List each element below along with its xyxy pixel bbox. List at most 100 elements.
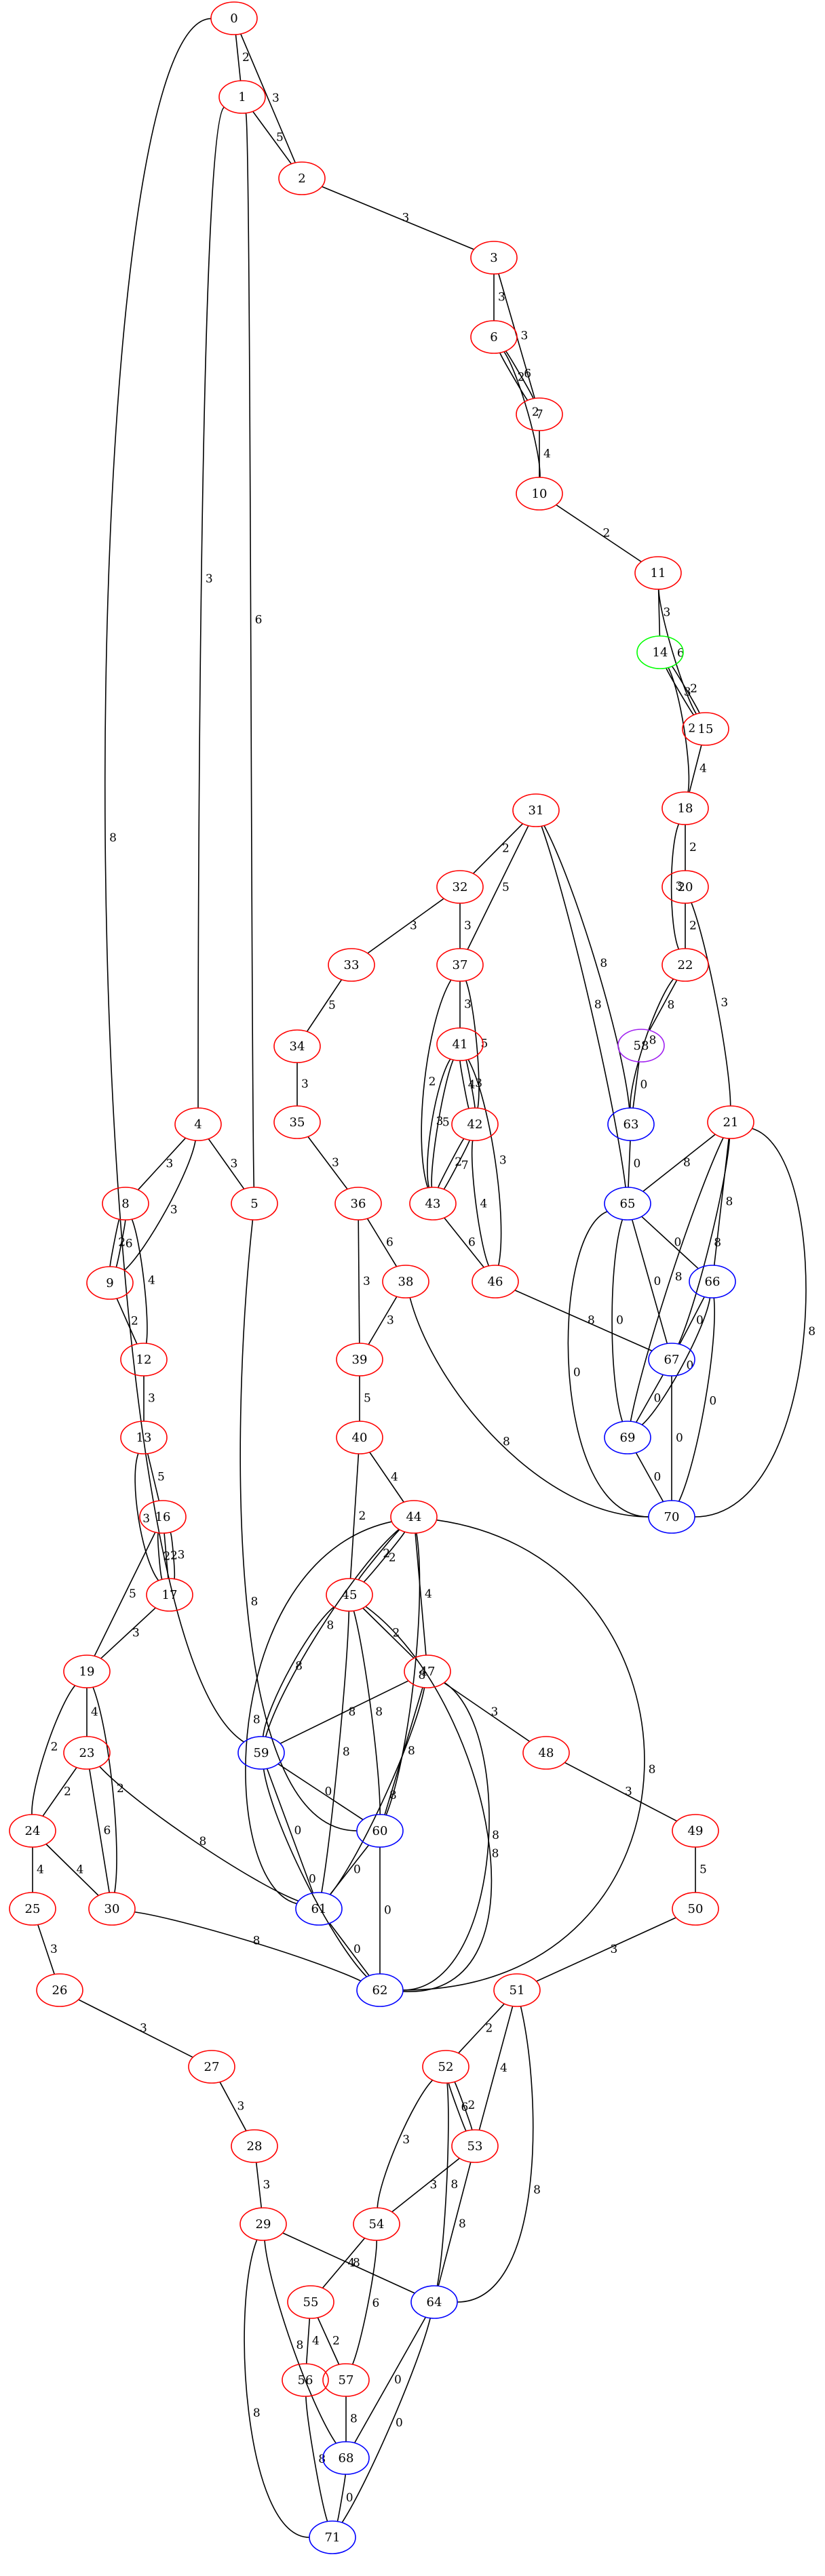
edge-label-66-70: 0	[709, 1395, 716, 1408]
node-label-47: 47	[420, 1665, 436, 1679]
edge-16-17-2	[164, 1532, 169, 1579]
node-label-34: 34	[290, 1039, 305, 1054]
edge-42-43-2	[437, 1138, 465, 1188]
edge-label-40-45: 2	[359, 1509, 366, 1523]
edge-47-59	[280, 1680, 409, 1745]
node-label-68: 68	[339, 2451, 354, 2465]
node-ellipse-1	[218, 80, 266, 114]
edge-label-41-42-2: 4	[468, 1078, 476, 1092]
node-47: 47	[404, 1654, 451, 1688]
edge-37-43	[421, 979, 452, 1188]
edge-52-64	[436, 2082, 449, 2286]
edge-label-59-62: 0	[309, 1872, 316, 1886]
edge-label-59-61: 0	[294, 1824, 302, 1838]
node-label-56: 56	[298, 2373, 313, 2387]
edge-label-67-69: 0	[654, 1392, 661, 1406]
edge-label-14-18: 2	[688, 721, 695, 735]
edge-label-44-60: 8	[418, 1669, 425, 1682]
edge-label-46-67: 8	[588, 1314, 595, 1328]
edge-label-36-39: 3	[363, 1275, 370, 1288]
edge-47-62	[402, 1682, 490, 1991]
node-20: 20	[661, 870, 709, 904]
edge-label-37-43: 2	[429, 1075, 436, 1088]
node-16: 16	[139, 1500, 187, 1534]
node-ellipse-8	[102, 1187, 149, 1221]
node-label-42: 42	[467, 1117, 483, 1132]
edge-label-52-54: 3	[402, 2133, 410, 2147]
edge-label-52-53-2: 6	[461, 2101, 468, 2114]
edge-36-39	[358, 1219, 360, 1344]
edge-label-31-63: 8	[600, 957, 607, 970]
edge-label-60-62: 0	[384, 1904, 391, 1918]
edge-55-57	[317, 2317, 340, 2365]
edge-label-44-59: 8	[326, 1619, 334, 1632]
node-33: 33	[328, 948, 375, 982]
edge-label-1-5: 6	[255, 614, 263, 627]
node-label-37: 37	[453, 958, 468, 972]
node-ellipse-3	[470, 241, 518, 275]
edge-label-67-70: 0	[676, 1431, 683, 1445]
node-ellipse-37	[436, 948, 484, 982]
edge-55-56	[305, 2318, 311, 2364]
edge-label-32-33: 3	[410, 919, 417, 933]
node-34: 34	[273, 1029, 321, 1063]
edge-label-15-18: 4	[699, 762, 707, 776]
edge-label-45-60: 8	[375, 1705, 383, 1719]
node-45: 45	[326, 1578, 373, 1612]
edge-label-23-30: 6	[104, 1824, 111, 1838]
edge-label-2-3: 3	[402, 212, 410, 225]
node-ellipse-31	[512, 793, 560, 827]
node-ellipse-15	[682, 712, 729, 746]
node-label-69: 69	[620, 1431, 636, 1445]
node-label-39: 39	[352, 1353, 368, 1367]
edge-label-45-47: 2	[393, 1627, 400, 1640]
edge-label-30-62: 8	[253, 1934, 261, 1947]
node-66: 66	[689, 1265, 736, 1299]
node-ellipse-25	[9, 1892, 56, 1926]
edge-40-44	[369, 1452, 404, 1503]
edge-label-47-60: 8	[408, 1745, 415, 1758]
node-label-25: 25	[25, 1902, 41, 1916]
edge-label-37-42: 5	[481, 1037, 488, 1050]
edge-6-7	[505, 351, 534, 399]
node-ellipse-46	[472, 1265, 519, 1299]
edge-label-64-71: 0	[396, 2416, 403, 2430]
edge-label-63-65: 0	[634, 1157, 641, 1171]
edge-label-13-17: 3	[142, 1512, 150, 1526]
node-28: 28	[231, 2129, 278, 2163]
node-ellipse-23	[63, 1736, 111, 1770]
node-64: 64	[410, 2285, 458, 2319]
node-label-52: 52	[438, 2060, 454, 2074]
edge-label-14-15: 2	[690, 682, 697, 696]
edge-label-16-17-3: 2	[163, 1549, 170, 1563]
edge-label-5-60: 8	[251, 1595, 258, 1608]
node-label-30: 30	[104, 1902, 120, 1916]
edge-label-1-2: 5	[276, 131, 284, 144]
edge-47-48	[443, 1682, 531, 1742]
node-ellipse-32	[436, 870, 484, 904]
node-39: 39	[336, 1343, 383, 1376]
node-50: 50	[672, 1892, 719, 1926]
node-15: 15	[682, 712, 729, 746]
node-ellipse-29	[239, 2207, 287, 2241]
edge-31-63	[543, 825, 630, 1109]
edge-44-62	[402, 1519, 645, 1991]
edge-label-25-26: 3	[50, 1943, 58, 1956]
edge-label-41-43: 5	[442, 1116, 450, 1130]
node-23: 23	[63, 1736, 111, 1770]
node-label-35: 35	[290, 1115, 305, 1130]
node-52: 52	[422, 2050, 469, 2084]
edge-16-17-3	[157, 1532, 163, 1580]
edge-label-23-61: 8	[199, 1835, 207, 1848]
node-label-17: 17	[162, 1588, 178, 1602]
node-label-29: 29	[256, 2217, 271, 2232]
node-ellipse-11	[634, 556, 682, 590]
edge-label-10-11: 2	[603, 527, 611, 540]
node-18: 18	[661, 791, 709, 825]
edge-25-26	[37, 1924, 55, 1975]
node-ellipse-38	[382, 1265, 429, 1299]
node-29: 29	[239, 2207, 287, 2241]
node-ellipse-62	[356, 1973, 404, 2007]
node-label-3: 3	[490, 251, 497, 265]
